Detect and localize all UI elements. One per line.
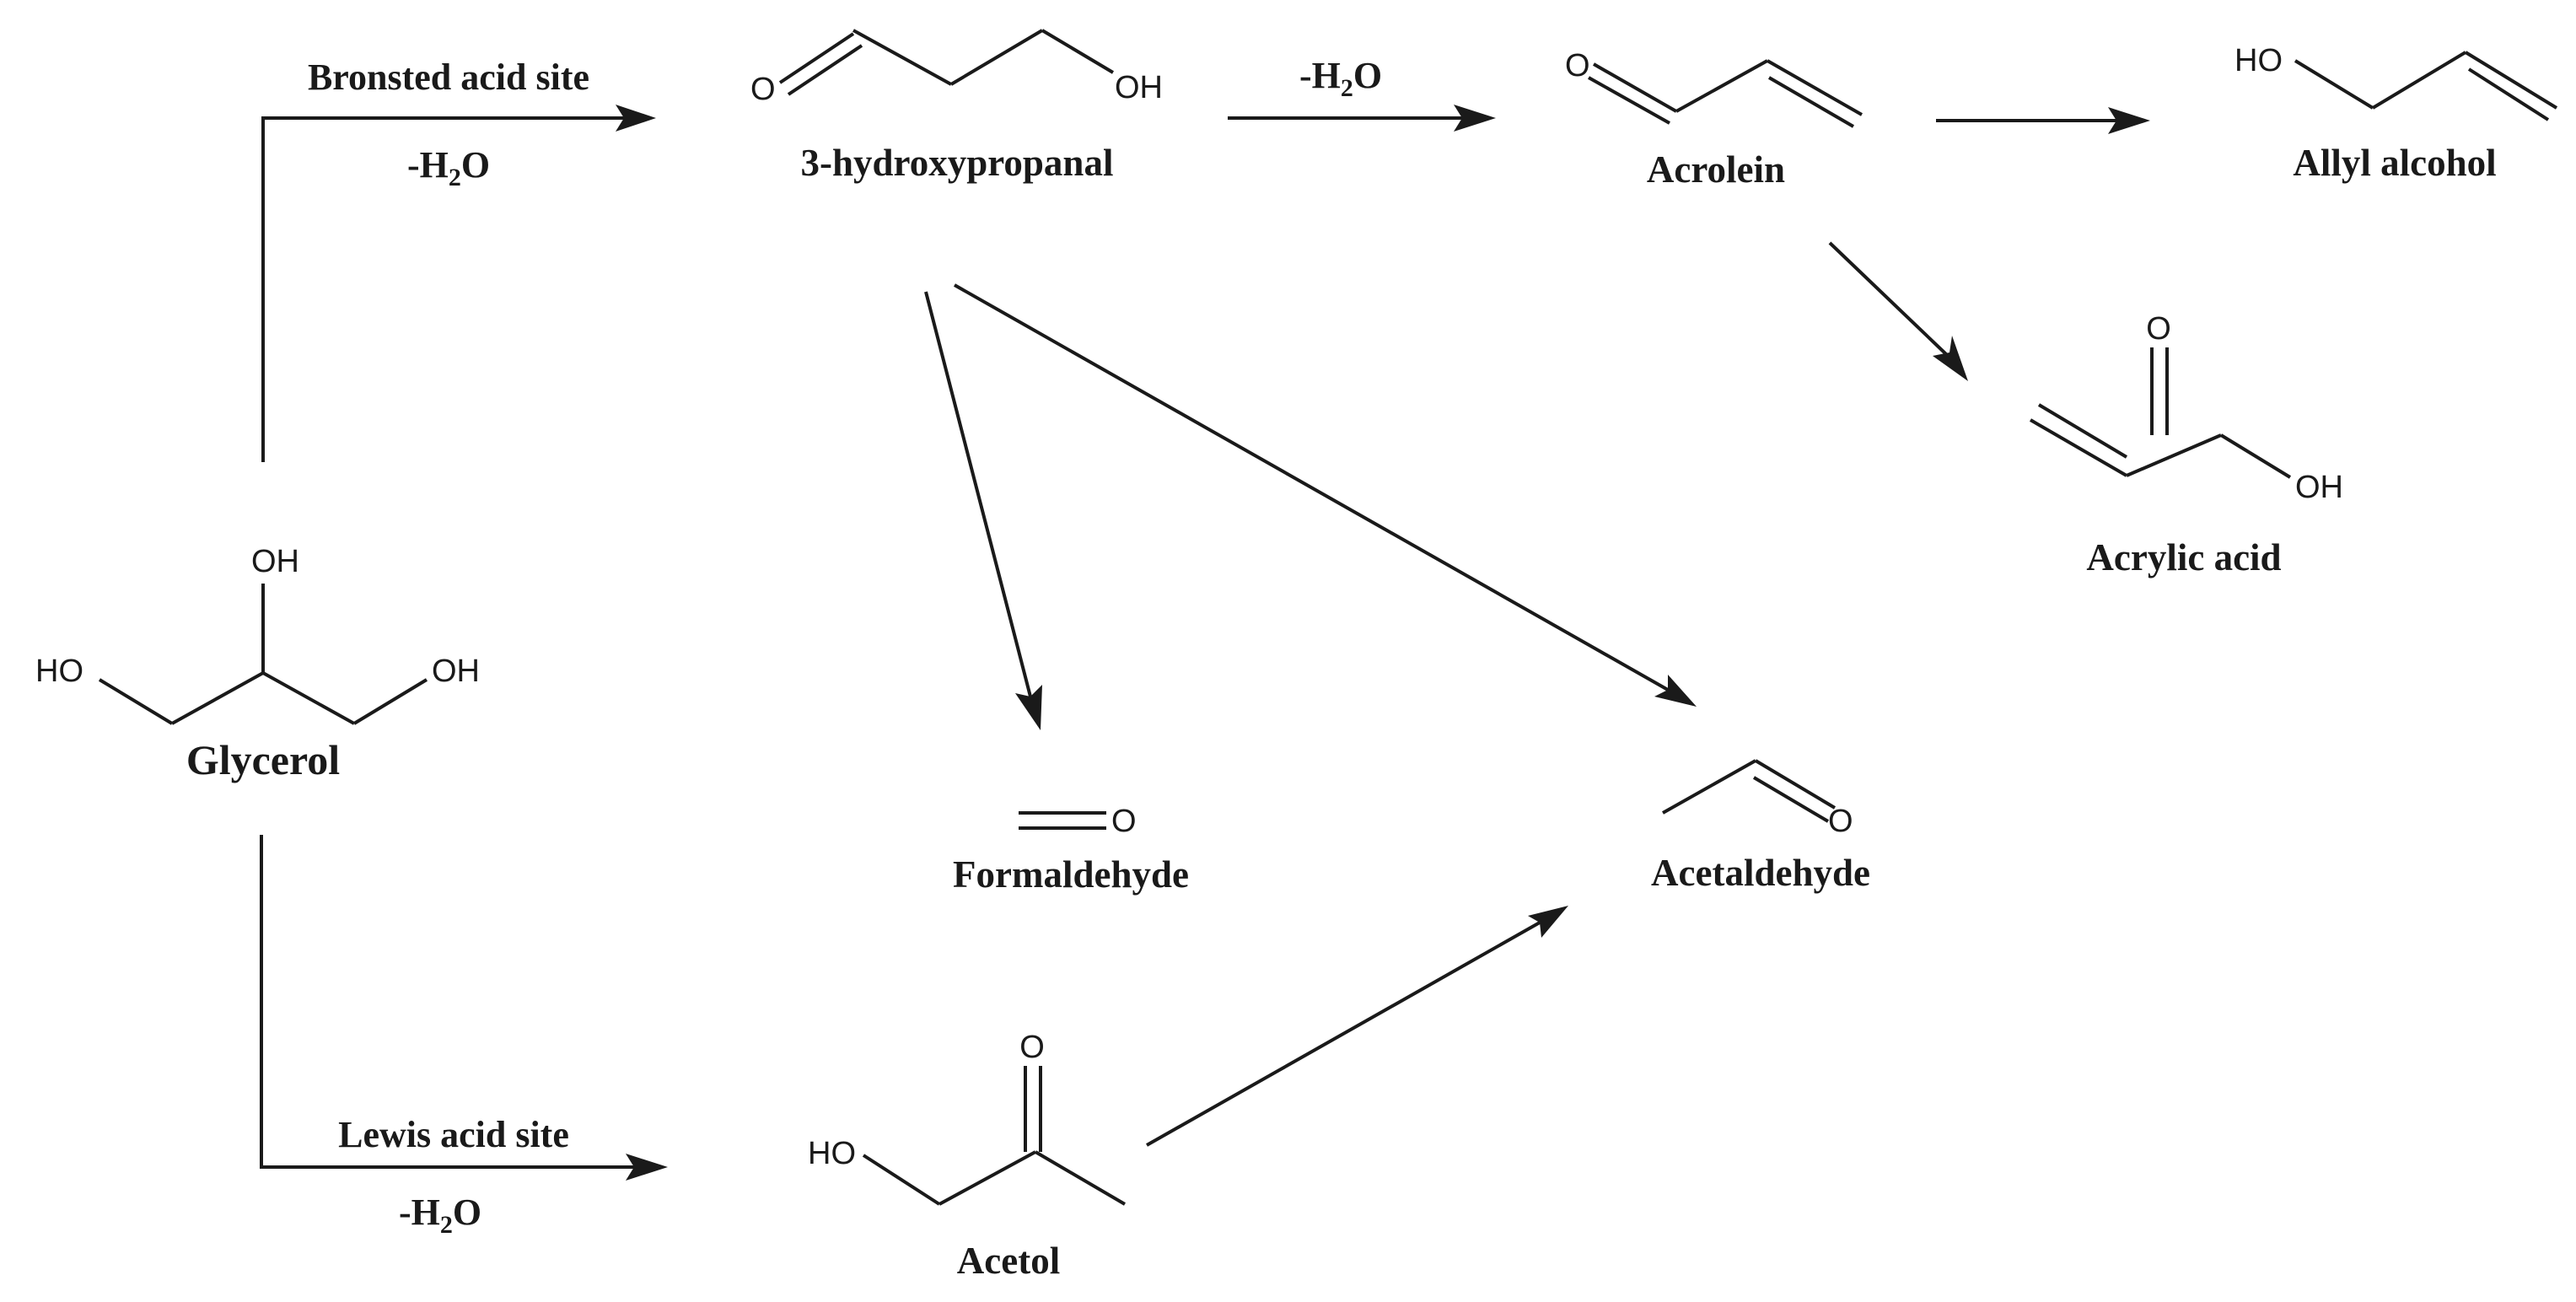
formaldehyde-o: O	[1111, 804, 1137, 839]
acetol-structure: O HO	[808, 1030, 1127, 1206]
acrylic-acid-structure: O OH	[2029, 311, 2343, 505]
acrylic-acid-o: O	[2146, 311, 2171, 347]
hydroxypropanal-o: O	[750, 72, 776, 107]
acetol-ho: HO	[808, 1136, 856, 1171]
hydroxypropanal-name: 3-hydroxypropanal	[801, 142, 1114, 184]
hpa-to-formaldehyde-arrow	[924, 291, 1042, 730]
glycerol-structure: OH HO OH	[35, 544, 480, 725]
acrylic-acid-oh: OH	[2295, 470, 2343, 505]
bronsted-water-loss: -H2O	[407, 144, 490, 191]
acrolein-o: O	[1565, 48, 1590, 83]
acetaldehyde-name: Acetaldehyde	[1651, 852, 1870, 894]
acrolein-to-acrylic-arrow	[1828, 241, 1968, 381]
acetaldehyde-structure: O	[1662, 759, 1853, 839]
glycerol-oh-top: OH	[251, 544, 299, 579]
hydroxypropanal-oh: OH	[1115, 70, 1163, 105]
dehydration-arrow	[1228, 105, 1496, 132]
lewis-arrow	[260, 835, 668, 1181]
acrylic-acid-name: Acrylic acid	[2086, 536, 2281, 578]
acetaldehyde-o: O	[1828, 804, 1853, 839]
acrolein-name: Acrolein	[1647, 148, 1785, 191]
lewis-label: Lewis acid site	[338, 1114, 569, 1155]
glycerol-name: Glycerol	[186, 736, 340, 783]
acetol-to-acetaldehyde-arrow	[1146, 906, 1568, 1147]
hpa-to-acetaldehyde-arrow	[954, 283, 1697, 707]
hydroxypropanal-structure: O OH	[750, 29, 1163, 107]
acetol-name: Acetol	[957, 1240, 1060, 1282]
acrolein-to-allyl-arrow	[1936, 107, 2150, 134]
acetol-o: O	[1019, 1030, 1045, 1065]
allyl-alcohol-structure: HO	[2235, 43, 2558, 121]
bronsted-label: Bronsted acid site	[308, 56, 589, 98]
glycerol-oh-right: OH	[432, 654, 480, 689]
lewis-water-loss: -H2O	[399, 1192, 481, 1239]
dehydration-water-loss: -H2O	[1299, 55, 1382, 102]
formaldehyde-structure: O	[1019, 804, 1137, 839]
formaldehyde-name: Formaldehyde	[953, 853, 1189, 896]
glycerol-ho-left: HO	[35, 654, 83, 689]
acrolein-structure: O	[1565, 48, 1863, 128]
bronsted-arrow	[261, 105, 656, 462]
allyl-alcohol-ho: HO	[2235, 43, 2283, 78]
allyl-alcohol-name: Allyl alcohol	[2293, 142, 2496, 184]
